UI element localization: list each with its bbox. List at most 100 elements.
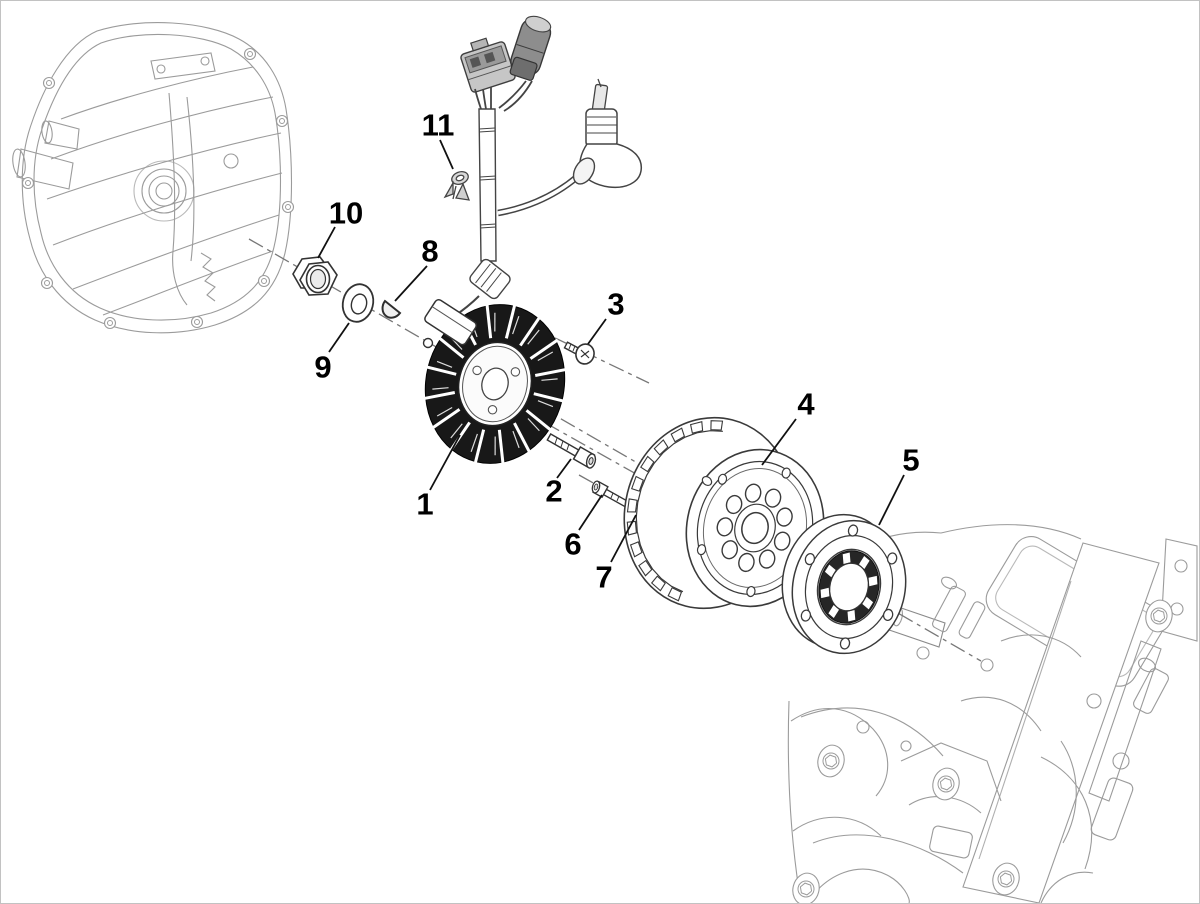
- art-stroke: [455, 174, 465, 182]
- art-stroke: [847, 610, 856, 622]
- art-stroke: [1040, 756, 1093, 870]
- top-bracket: [150, 52, 216, 80]
- art-stroke: [190, 315, 204, 329]
- art-stroke: [900, 742, 1002, 802]
- art-stroke: [467, 65, 512, 81]
- art-stroke: [482, 88, 487, 110]
- art-stroke: [512, 315, 520, 335]
- art-stroke: [155, 182, 173, 200]
- cap-boot-opening: [572, 157, 596, 185]
- callout-5-label: 5: [902, 443, 919, 478]
- art-stroke: [929, 825, 973, 859]
- crank-hub-outer: [133, 160, 195, 222]
- stator-center-hole: [481, 367, 509, 401]
- art-stroke: [194, 319, 200, 325]
- art-stroke: [824, 754, 838, 768]
- art-stroke: [847, 524, 859, 537]
- callout-1-leader: [429, 434, 461, 491]
- art-stroke: [469, 56, 482, 68]
- part-1-stator: [422, 298, 567, 465]
- art-stroke: [473, 429, 486, 464]
- art-stroke: [479, 178, 497, 181]
- sensor-ear-hole: [422, 337, 434, 349]
- loom-trunk: [478, 108, 497, 262]
- art-stroke: [503, 80, 533, 112]
- art-stroke: [916, 646, 930, 660]
- art-stroke: [103, 316, 117, 330]
- art-stroke: [744, 483, 762, 503]
- art-stroke: [21, 176, 35, 190]
- art-stroke: [475, 263, 491, 284]
- art-stroke: [60, 66, 254, 120]
- art-stroke: [640, 455, 655, 473]
- art-stroke: [452, 185, 457, 200]
- connector-wires: [474, 80, 533, 112]
- art-stroke: [566, 443, 570, 451]
- art-stroke: [635, 430, 723, 593]
- art-stroke: [72, 214, 280, 290]
- engine-left-edge: [787, 700, 802, 903]
- part-5-starter-clutch: [781, 513, 907, 655]
- art-stroke: [443, 180, 454, 199]
- art-stroke: [900, 740, 912, 752]
- art-stroke: [856, 720, 870, 734]
- art-stroke: [479, 175, 497, 178]
- art-stroke: [469, 258, 511, 300]
- connector-2pin: [460, 37, 516, 93]
- callout-11-label: 11: [422, 108, 455, 143]
- art-stroke: [812, 834, 964, 874]
- callout-4-leader: [761, 418, 797, 466]
- art-stroke: [746, 585, 756, 598]
- art-stroke: [478, 127, 496, 130]
- cable-clip: [443, 171, 470, 201]
- art-stroke: [797, 880, 815, 898]
- art-stroke: [41, 120, 53, 144]
- art-stroke: [107, 320, 113, 326]
- art-stroke: [479, 223, 497, 226]
- art-stroke: [941, 576, 957, 590]
- art-stroke: [257, 274, 271, 288]
- art-stroke: [200, 56, 210, 66]
- art-stroke: [525, 409, 553, 432]
- art-stroke: [588, 457, 594, 465]
- art-stroke: [470, 37, 490, 52]
- art-stroke: [820, 587, 830, 599]
- art-stroke: [776, 507, 793, 527]
- art-stroke: [939, 777, 953, 791]
- art-stroke: [223, 153, 239, 169]
- engine-bolt-heads: [792, 599, 1173, 903]
- art-stroke: [653, 439, 669, 456]
- part-2-bolt: [546, 433, 597, 469]
- clutch-flange-holes: [800, 524, 898, 650]
- spark-plug-cap: [572, 78, 643, 189]
- art-stroke: [431, 408, 461, 430]
- art-stroke: [541, 378, 558, 381]
- art-stroke: [529, 338, 559, 360]
- art-stroke: [593, 483, 599, 491]
- art-stroke: [437, 336, 465, 359]
- art-stroke: [804, 534, 894, 640]
- art-stroke: [148, 175, 180, 207]
- art-stroke: [725, 494, 743, 515]
- callout-9-leader: [328, 322, 350, 353]
- art-stroke: [790, 708, 889, 797]
- art-stroke: [978, 580, 1072, 860]
- art-stroke: [626, 520, 637, 536]
- art-stroke: [689, 421, 704, 434]
- art-stroke: [141, 168, 187, 214]
- art-stroke: [527, 418, 540, 432]
- art-stroke: [497, 175, 579, 215]
- ht-lead: [497, 174, 580, 217]
- art-stroke: [716, 517, 734, 537]
- art-stroke: [1150, 607, 1168, 625]
- art-stroke: [425, 365, 457, 376]
- art-stroke: [610, 492, 614, 499]
- art-stroke: [247, 51, 253, 57]
- art-stroke: [243, 47, 257, 61]
- art-stroke: [842, 552, 851, 564]
- flywheel-hub: [734, 503, 776, 553]
- art-stroke: [1138, 657, 1156, 673]
- art-stroke: [630, 475, 644, 492]
- art-stroke: [12, 148, 26, 178]
